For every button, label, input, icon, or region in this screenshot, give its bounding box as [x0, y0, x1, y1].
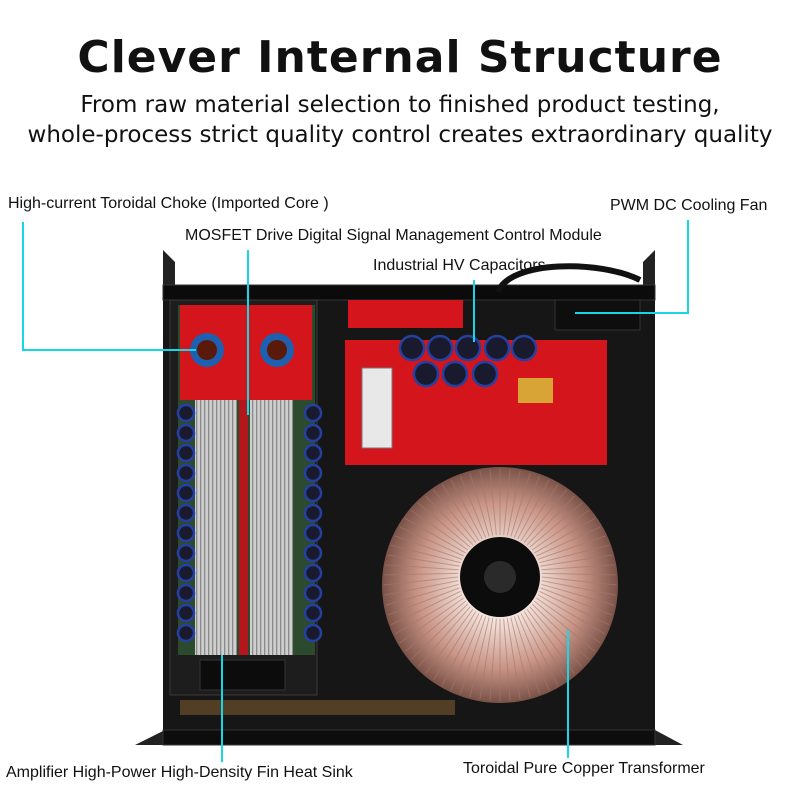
- callout-line-fan: [575, 220, 689, 314]
- capacitor: [176, 443, 196, 463]
- amp-fan: [199, 659, 286, 691]
- capacitor: [176, 463, 196, 483]
- capacitor: [303, 403, 323, 423]
- capacitor: [303, 443, 323, 463]
- capacitor: [398, 334, 426, 362]
- capacitor: [176, 623, 196, 643]
- capacitor: [303, 603, 323, 623]
- cooling-fan: [554, 299, 641, 331]
- capacitor: [303, 583, 323, 603]
- io-board: [180, 700, 455, 715]
- callout-capacitors: Industrial HV Capacitors: [373, 257, 546, 274]
- capacitor: [176, 563, 196, 583]
- capacitor: [426, 334, 454, 362]
- capacitor: [176, 403, 196, 423]
- callout-line-choke: [22, 222, 196, 351]
- heat-sink-left: [195, 400, 237, 655]
- capacitor: [176, 503, 196, 523]
- rack-ear-bottom-right: [655, 730, 683, 745]
- capacitor: [176, 523, 196, 543]
- subtitle-line-1: From raw material selection to finished …: [80, 92, 720, 118]
- heat-sink-right: [250, 400, 293, 655]
- capacitor: [176, 543, 196, 563]
- input-board: [348, 300, 463, 328]
- capacitor: [303, 483, 323, 503]
- capacitor: [303, 423, 323, 443]
- callout-mosfet: MOSFET Drive Digital Signal Management C…: [185, 227, 602, 244]
- capacitor: [454, 334, 482, 362]
- rear-bar: [162, 729, 656, 746]
- capacitor: [412, 360, 440, 388]
- capacitor: [303, 543, 323, 563]
- callout-choke: High-current Toroidal Choke (Imported Co…: [8, 195, 329, 212]
- capacitor: [303, 523, 323, 543]
- callout-lines: [22, 220, 689, 762]
- resistors: [518, 378, 553, 403]
- capacitor: [176, 423, 196, 443]
- capacitor: [303, 623, 323, 643]
- capacitor: [303, 563, 323, 583]
- capacitor: [471, 360, 499, 388]
- power-cable: [495, 263, 642, 294]
- capacitor: [483, 334, 511, 362]
- capacitor: [176, 483, 196, 503]
- subtitle-line-2: whole-process strict quality control cre…: [27, 122, 773, 148]
- capacitor: [176, 603, 196, 623]
- capacitor: [303, 503, 323, 523]
- callout-transformer: Toroidal Pure Copper Transformer: [463, 760, 705, 777]
- filter-capacitors-left: [176, 403, 323, 643]
- callout-heatsink: Amplifier High-Power High-Density Fin He…: [6, 764, 353, 781]
- callout-fan: PWM DC Cooling Fan: [610, 197, 768, 214]
- capacitor: [303, 463, 323, 483]
- front-bar: [162, 284, 656, 301]
- capacitor: [441, 360, 469, 388]
- page-title: Clever Internal Structure: [77, 32, 723, 83]
- capacitor: [176, 583, 196, 603]
- psu-heat-sink: [361, 367, 393, 449]
- capacitor: [510, 334, 538, 362]
- rack-ear-bottom-left: [135, 730, 165, 745]
